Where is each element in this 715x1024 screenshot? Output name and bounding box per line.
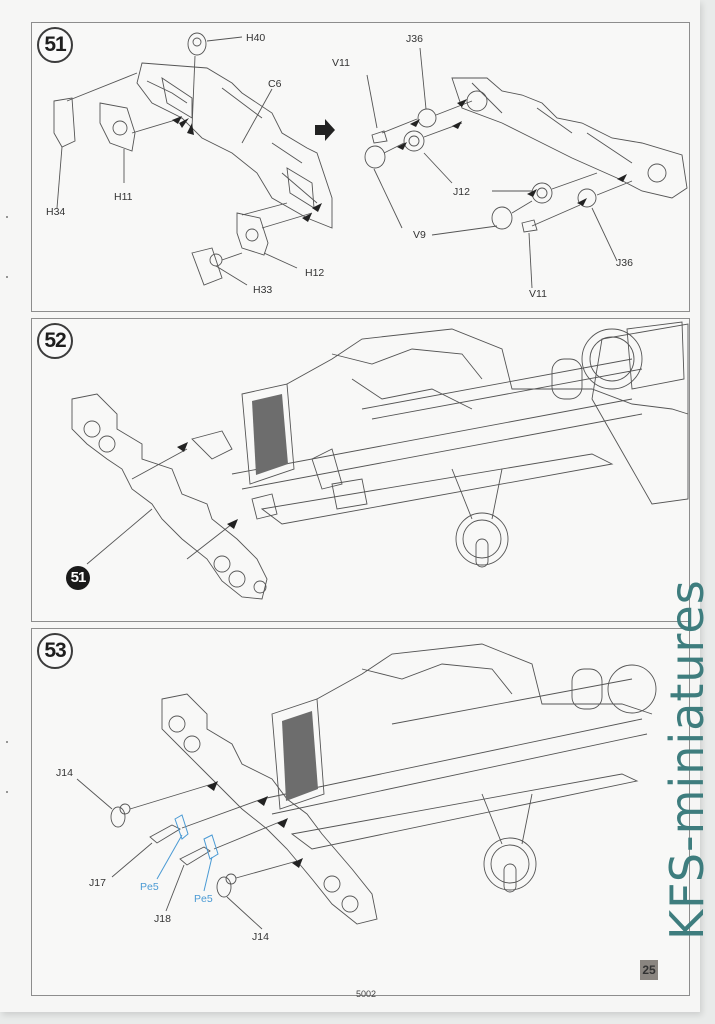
part-label-j18: J18 xyxy=(154,913,171,925)
part-label-h40: H40 xyxy=(246,32,266,44)
part-c6-beam xyxy=(136,62,333,229)
part-label-pe5-left: Pe5 xyxy=(140,881,159,893)
step-51-panel: 51 H40 C6 H34 H11 H12 H33 V11 J36 J12 V9… xyxy=(31,22,690,312)
part-pe5-right xyxy=(203,834,219,860)
step-52-panel: 52 51 xyxy=(31,318,690,622)
part-label-j17: J17 xyxy=(89,877,106,889)
part-v11-bottom xyxy=(521,219,538,233)
battery-box xyxy=(591,323,689,505)
radiator xyxy=(271,698,325,810)
kit-code: 5002 xyxy=(356,989,377,999)
part-label-j36-top: J36 xyxy=(406,33,423,45)
part-h12 xyxy=(236,212,269,256)
part-label-h33: H33 xyxy=(253,284,273,296)
part-label-v11-bottom: V11 xyxy=(529,288,547,300)
installed-bumper xyxy=(161,693,378,925)
part-h40 xyxy=(187,32,207,56)
step-number-badge: 52 xyxy=(37,323,73,359)
part-label-pe5-right: Pe5 xyxy=(194,893,213,905)
part-label-h11: H11 xyxy=(114,191,133,203)
part-label-j14-bottom: J14 xyxy=(252,931,269,943)
part-label-v11-top: V11 xyxy=(332,57,350,69)
part-v9-top xyxy=(364,145,386,169)
binding-mark xyxy=(6,791,8,793)
part-h11 xyxy=(99,102,136,152)
radiator xyxy=(241,383,295,485)
watermark: KFS-miniatures xyxy=(660,579,714,940)
hub-drum xyxy=(483,837,537,891)
step-53-panel: 53 J14 J17 Pe5 J18 Pe5 J14 xyxy=(31,628,690,996)
arrow-icon xyxy=(315,119,335,141)
hub-drum xyxy=(455,512,509,566)
part-label-j12: J12 xyxy=(453,186,470,198)
part-j18 xyxy=(179,846,211,866)
part-label-j36-bottom: J36 xyxy=(616,257,633,269)
part-h34 xyxy=(53,97,76,148)
part-label-c6: C6 xyxy=(268,78,282,90)
step-number-badge: 53 xyxy=(37,633,73,669)
subassembly-ref-badge: 51 xyxy=(66,566,90,590)
binding-mark xyxy=(6,741,8,743)
bumper-subassembly xyxy=(71,393,268,600)
step-number-badge: 51 xyxy=(37,27,73,63)
part-j36-bottom xyxy=(577,188,597,208)
step-53-illustration xyxy=(76,643,657,930)
step-51-illustration xyxy=(53,32,688,289)
part-j12-top xyxy=(403,130,425,152)
part-j14-bottom xyxy=(216,873,237,898)
instruction-sheet: 51 H40 C6 H34 H11 H12 H33 V11 J36 J12 V9… xyxy=(0,0,700,1012)
part-v11-top xyxy=(371,130,388,144)
binding-mark xyxy=(6,216,8,218)
part-j36-top xyxy=(417,108,437,128)
part-label-h12: H12 xyxy=(305,267,325,279)
part-pe5-left xyxy=(174,814,189,840)
part-label-j14-top: J14 xyxy=(56,767,73,779)
part-j14-top xyxy=(110,803,131,828)
step-52-illustration xyxy=(71,321,689,600)
page-number: 25 xyxy=(640,960,658,980)
binding-mark xyxy=(6,276,8,278)
part-v9-bottom xyxy=(491,206,513,230)
part-j17 xyxy=(149,824,181,844)
part-beam-assembly xyxy=(451,77,688,199)
part-h33 xyxy=(191,247,223,286)
part-label-v9: V9 xyxy=(413,229,426,241)
part-label-h34: H34 xyxy=(46,206,66,218)
